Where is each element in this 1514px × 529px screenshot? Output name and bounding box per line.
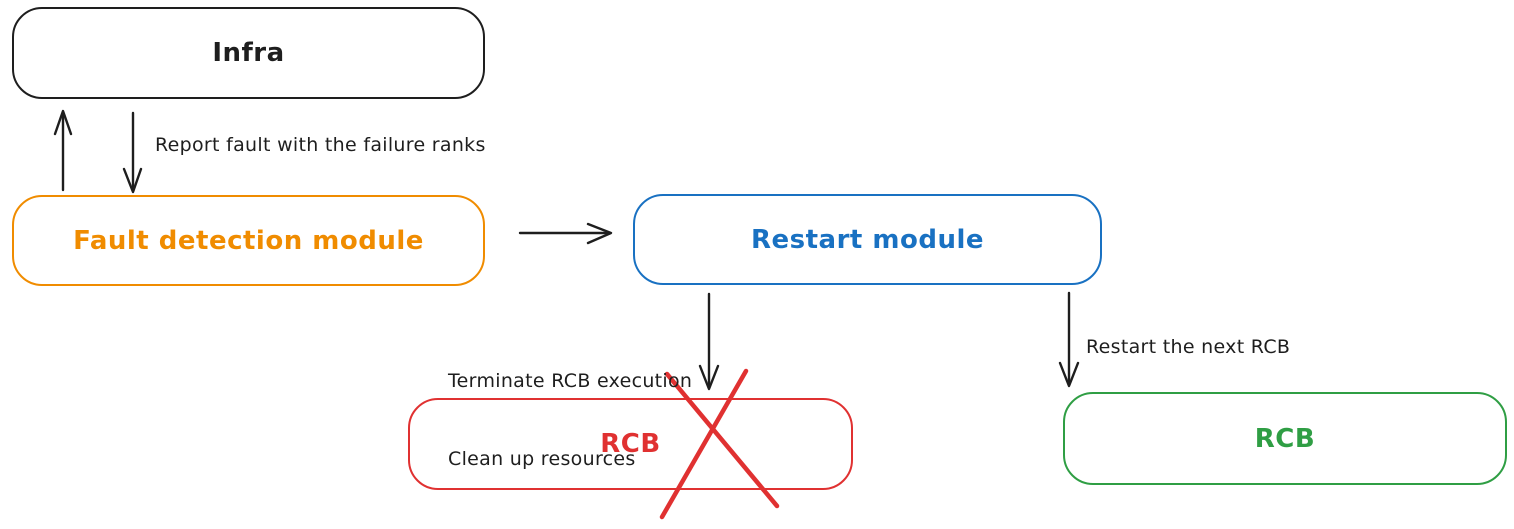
node-rcb-next: RCB [1063, 392, 1507, 485]
arrow-infra-to-fault [122, 111, 143, 194]
node-infra: Infra [12, 7, 485, 99]
node-restart-module-label: Restart module [750, 224, 985, 255]
node-fault-detection-label: Fault detection module [73, 225, 424, 256]
edge-label-terminate: Terminate RCB execution Clean up resourc… [448, 316, 692, 524]
arrow-restart-to-next-rcb [1058, 291, 1080, 388]
edge-label-terminate-line1: Terminate RCB execution [448, 370, 693, 392]
node-infra-label: Infra [212, 38, 285, 68]
arrow-restart-to-terminated-rcb [698, 292, 720, 391]
edge-label-terminate-line2: Clean up resources [448, 448, 636, 470]
node-restart-module: Restart module [633, 194, 1102, 285]
edge-label-report-fault: Report fault with the failure ranks [155, 134, 486, 156]
arrow-fault-to-restart [518, 222, 613, 245]
edge-label-restart-next: Restart the next RCB [1086, 336, 1291, 358]
node-rcb-terminated: RCB [408, 398, 853, 490]
node-rcb-terminated-label: RCB [600, 429, 661, 459]
node-rcb-next-label: RCB [1254, 423, 1316, 454]
node-fault-detection-module: Fault detection module [12, 195, 485, 286]
arrow-fault-to-infra [53, 109, 73, 192]
